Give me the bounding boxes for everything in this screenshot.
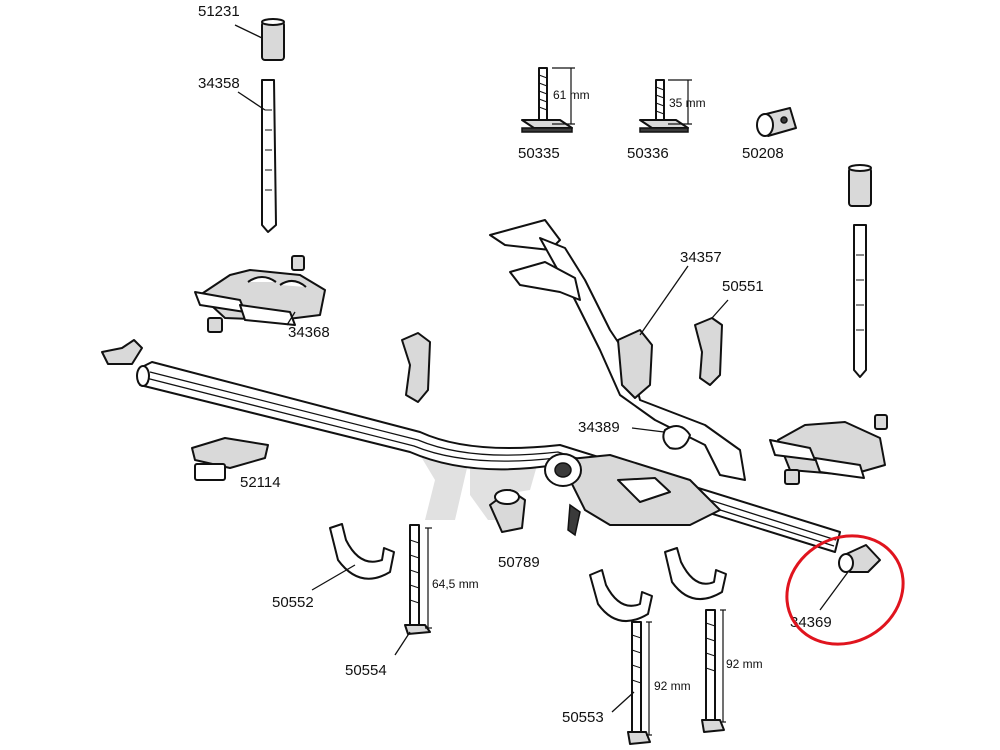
part-right-strap [853,224,867,378]
dim-64-5mm: 64,5 mm [432,577,479,591]
part-51231-sleeve: 51231 [198,3,285,61]
part-right-sleeve [848,164,872,207]
label-34358: 34358 [198,75,240,92]
label-50789: 50789 [498,554,540,571]
part-50335-tbolt: 61 mm 50335 [518,67,590,162]
part-50553-bolt-a: 92 mm 50553 [562,621,691,745]
part-50552-bracket: 50552 [272,523,395,611]
part-34358-strap: 34358 [198,75,277,233]
part-right-wheel-holder [769,414,888,485]
part-34357-frame-arm: 34357 [489,219,746,481]
dim-35mm: 35 mm [669,96,706,110]
watermark-logo [420,455,540,520]
label-34389: 34389 [578,419,620,436]
dim-61mm: 61 mm [553,88,590,102]
label-50208: 50208 [742,145,784,162]
part-50554-bolt: 64,5 mm 50554 [345,524,479,679]
part-lock-body [544,453,721,537]
label-34369: 34369 [790,614,832,631]
label-50553: 50553 [562,709,604,726]
part-34369-end-cap: 34369 [785,534,905,646]
label-34368: 34368 [288,324,330,341]
part-52114-plate: 52114 [191,437,281,491]
label-50336: 50336 [627,145,669,162]
label-52114: 52114 [240,474,281,491]
label-50554: 50554 [345,662,387,679]
part-bracket-right [664,547,727,601]
part-50789-knob: 50789 [489,489,540,571]
label-50335: 50335 [518,145,560,162]
part-50553-bolt-b: 92 mm [701,609,763,733]
label-34357: 34357 [680,249,722,266]
part-50336-tbolt: 35 mm 50336 [627,79,706,162]
dim-92mm-b: 92 mm [726,657,763,671]
label-51231: 51231 [198,3,240,20]
part-profile-bar [136,361,841,553]
part-34389-clamp: 34389 [578,419,691,450]
part-end-clip-left [101,339,143,365]
label-50551: 50551 [722,278,764,295]
part-knob-cover-left [401,332,431,403]
part-50551-cover: 50551 [694,278,764,386]
label-50552: 50552 [272,594,314,611]
highlight-circle [785,534,905,646]
part-34368-wheel-holder: 34368 [194,255,330,341]
part-bracket-center [589,569,653,623]
part-50208-nut: 50208 [742,107,797,162]
dim-92mm-a: 92 mm [654,679,691,693]
